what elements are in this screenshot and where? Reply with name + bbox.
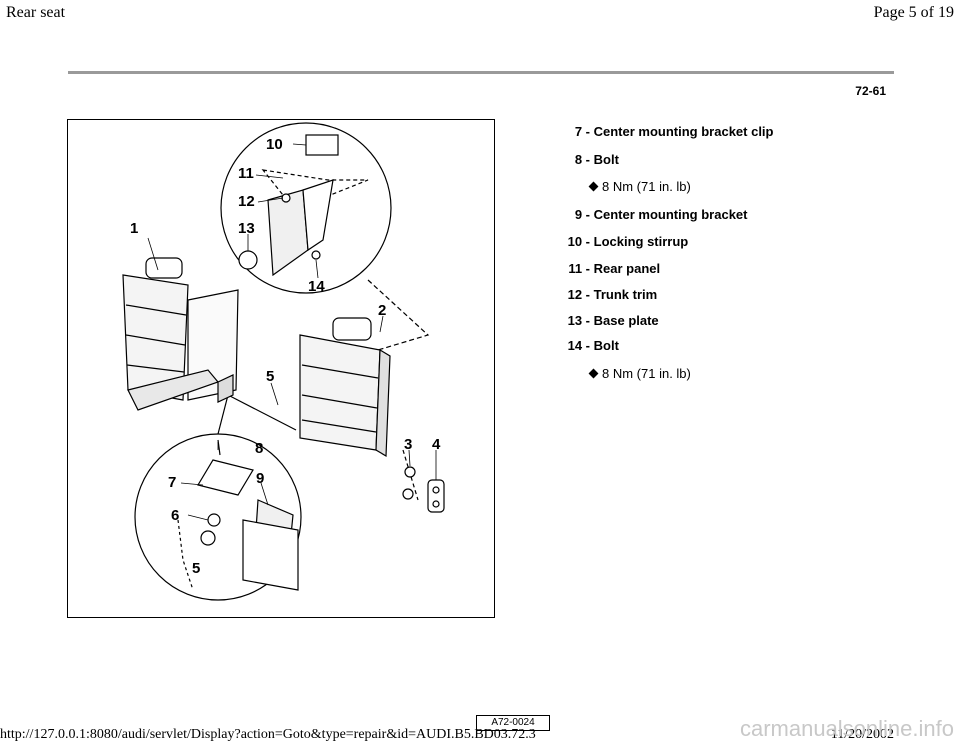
torque-spec-8: 8 Nm (71 in. lb) (588, 179, 691, 194)
document-title: Rear seat (6, 4, 66, 21)
legend-item-12: 12 - Trunk trim (540, 287, 658, 302)
torque-value: 8 Nm (71 in. lb) (602, 179, 691, 194)
callout-13: 13 (238, 220, 255, 237)
page-indicator: Page 5 of 19 (873, 4, 954, 21)
legend-item-10: 10 - Locking stirrup (540, 234, 689, 249)
header-rule (68, 71, 894, 74)
legend-label: Center mounting bracket (593, 207, 748, 222)
callout-10: 10 (266, 136, 283, 153)
callout-5b: 5 (192, 560, 201, 577)
legend-item-8: 8 - Bolt (540, 152, 619, 167)
legend-item-11: 11 - Rear panel (540, 261, 660, 276)
legend-item-9: 9 - Center mounting bracket (540, 207, 748, 222)
legend-number: 7 - (574, 124, 590, 139)
callout-5a: 5 (266, 368, 275, 385)
legend-item-14: 14 - Bolt (540, 338, 619, 353)
exploded-view-diagram: 1 2 3 4 5 5 6 7 8 9 10 11 12 13 14 A72-0… (67, 119, 550, 731)
callout-9: 9 (256, 470, 265, 487)
callout-1: 1 (130, 220, 139, 237)
diagram-drawing (122, 122, 445, 601)
legend-item-13: 13 - Base plate (540, 313, 659, 328)
bullet-diamond-icon (588, 368, 599, 379)
callout-11: 11 (238, 165, 254, 182)
torque-value: 8 Nm (71 in. lb) (602, 366, 691, 381)
legend-item-7: 7 - Center mounting bracket clip (540, 124, 774, 139)
watermark: carmanualsonline.info (739, 716, 954, 741)
callout-4: 4 (432, 436, 441, 453)
detail-circle-top (220, 122, 392, 294)
callout-2: 2 (378, 302, 387, 319)
figure-id-label: A72-0024 (476, 715, 550, 731)
callout-6: 6 (171, 507, 180, 524)
legend-label: Bolt (593, 338, 619, 353)
legend-number: 8 - (574, 152, 590, 167)
legend-label: Trunk trim (593, 287, 658, 302)
bullet-diamond-icon (588, 181, 599, 192)
callout-14: 14 (308, 278, 325, 295)
callout-3: 3 (404, 436, 413, 453)
legend-number: 11 - (568, 261, 590, 276)
legend-number: 14 - (567, 338, 590, 353)
torque-spec-14: 8 Nm (71 in. lb) (588, 366, 691, 381)
legend-number: 12 - (567, 287, 590, 302)
callout-12: 12 (238, 193, 255, 210)
callout-8: 8 (255, 440, 264, 457)
page-code: 72-61 (855, 84, 886, 98)
legend-number: 10 - (567, 234, 590, 249)
legend-number: 9 - (574, 207, 590, 222)
callout-7: 7 (168, 474, 177, 491)
footer-url[interactable]: http://127.0.0.1:8080/audi/servlet/Displ… (0, 727, 536, 742)
legend-label: Bolt (593, 152, 619, 167)
footer-date: 11/20/2002 (830, 727, 894, 742)
legend-label: Center mounting bracket clip (593, 124, 774, 139)
legend-label: Locking stirrup (593, 234, 689, 249)
legend-number: 13 - (567, 313, 590, 328)
legend-label: Base plate (593, 313, 659, 328)
legend-label: Rear panel (593, 261, 661, 276)
